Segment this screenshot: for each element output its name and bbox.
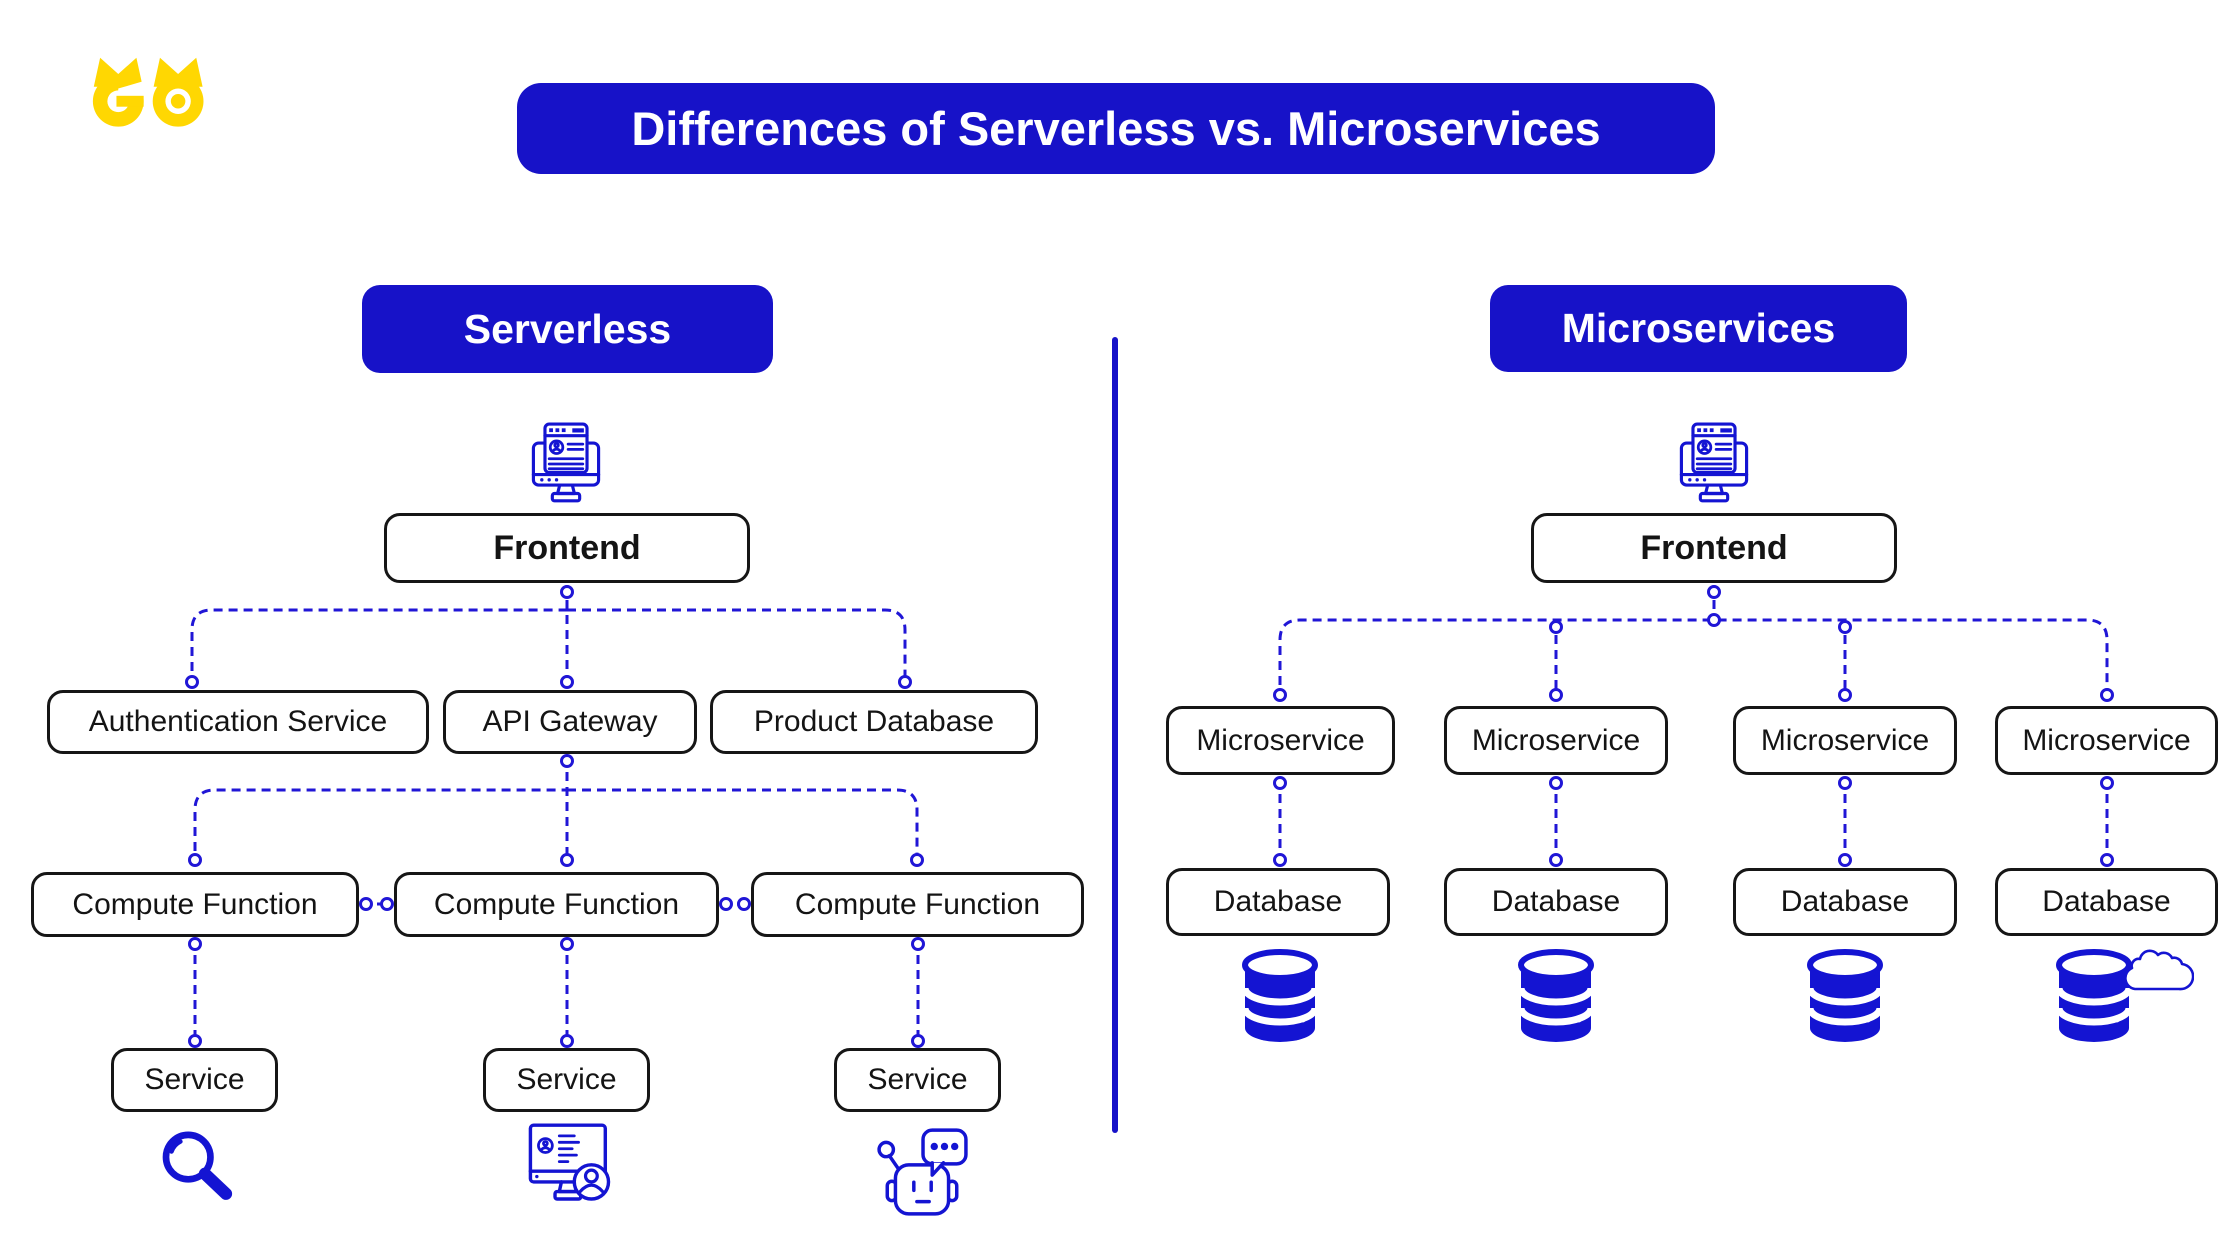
authentication-service-box: Authentication Service <box>47 690 429 754</box>
account-monitor-icon <box>528 1123 611 1201</box>
microservices-connectors <box>1273 585 2114 867</box>
serverless-section-header: Serverless <box>362 285 773 373</box>
service-box: Service <box>483 1048 650 1112</box>
serverless-connectors <box>185 585 925 1048</box>
database-icon <box>1806 949 1884 1042</box>
serverless-frontend-box: Frontend <box>384 513 750 583</box>
browser-monitor-icon <box>1679 422 1749 503</box>
microservices-frontend-box: Frontend <box>1531 513 1897 583</box>
database-icon <box>2055 949 2133 1042</box>
chatbot-icon <box>877 1128 968 1216</box>
browser-monitor-icon <box>531 422 601 503</box>
microservice-box: Microservice <box>1444 706 1668 775</box>
product-database-box: Product Database <box>710 690 1038 754</box>
database-box: Database <box>1166 868 1390 936</box>
go-owl-logo-icon <box>92 57 204 127</box>
microservice-box: Microservice <box>1166 706 1395 775</box>
service-box: Service <box>111 1048 278 1112</box>
compute-function-box: Compute Function <box>751 872 1084 937</box>
section-divider <box>1112 337 1118 1133</box>
microservices-section-header: Microservices <box>1490 285 1907 372</box>
database-icon <box>1517 949 1595 1042</box>
database-box: Database <box>1995 868 2218 936</box>
compute-function-box: Compute Function <box>394 872 719 937</box>
search-icon <box>162 1131 233 1200</box>
compute-function-box: Compute Function <box>31 872 359 937</box>
database-box: Database <box>1733 868 1957 936</box>
cloud-icon <box>2124 949 2194 991</box>
microservice-box: Microservice <box>1733 706 1957 775</box>
api-gateway-box: API Gateway <box>443 690 697 754</box>
database-box: Database <box>1444 868 1668 936</box>
database-icon <box>1241 949 1319 1042</box>
page-title: Differences of Serverless vs. Microservi… <box>517 83 1715 174</box>
microservice-box: Microservice <box>1995 706 2218 775</box>
service-box: Service <box>834 1048 1001 1112</box>
